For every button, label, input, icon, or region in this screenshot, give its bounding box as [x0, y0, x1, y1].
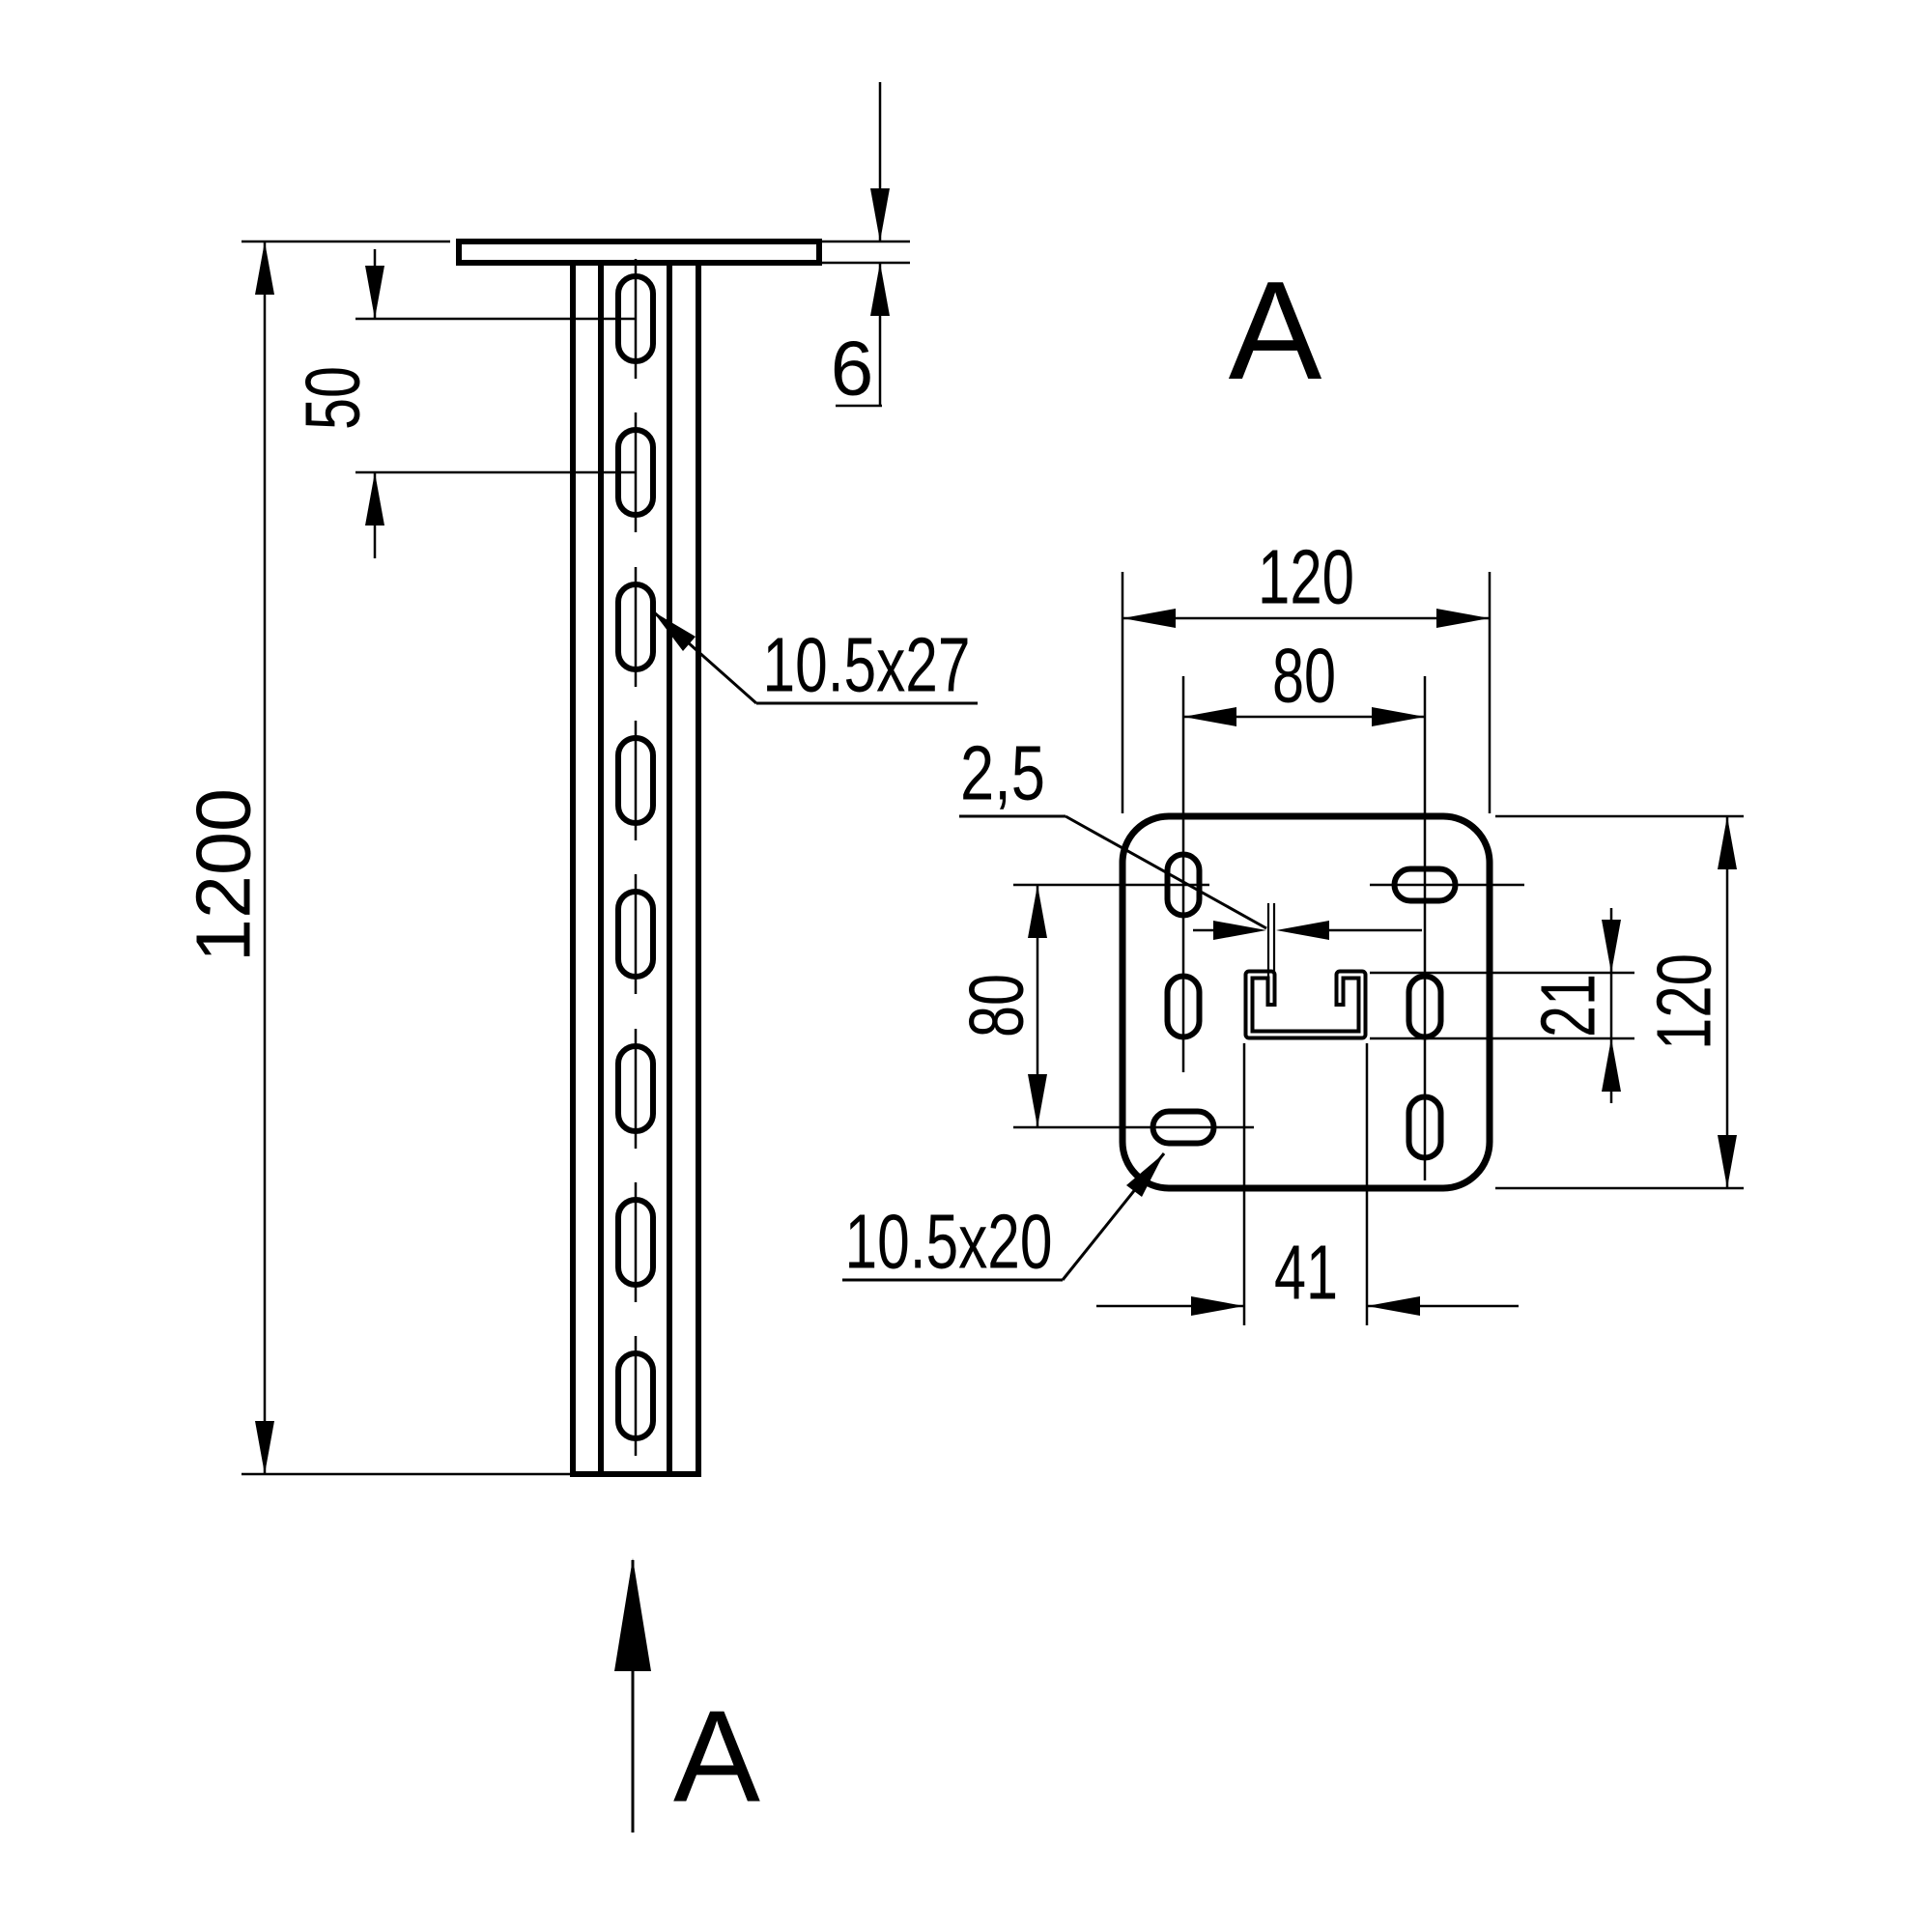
channel-profile: [1243, 903, 1368, 1040]
section-view: A: [842, 252, 1744, 1325]
dim-hole-spacing-vertical: 80: [953, 885, 1047, 1127]
plate-slots: [1150, 851, 1459, 1161]
plate-slot-size-callout: 10.5x20: [842, 1152, 1166, 1285]
side-view: 50 1200 6 10.5x27: [181, 82, 978, 1833]
dim-profile-width-label: 41: [1274, 1230, 1338, 1316]
dim-plate-thickness-label: 6: [831, 326, 874, 412]
dim-length-label: 1200: [181, 788, 267, 962]
dim-hole-spacing-horizontal-label: 80: [1272, 633, 1336, 719]
mounting-plate: [1119, 812, 1493, 1192]
plate-slot-size-label: 10.5x20: [845, 1199, 1053, 1285]
dim-plate-height-label: 120: [1641, 953, 1727, 1050]
dim-slot-spacing: 50: [290, 249, 636, 558]
dim-plate-height: 120: [1495, 814, 1744, 1190]
slot-size-callout: 10.5x27: [652, 610, 978, 708]
dim-profile-width: 41: [1096, 1043, 1519, 1325]
dim-hole-spacing-vertical-label: 80: [953, 974, 1039, 1037]
channel-body: [570, 263, 701, 1477]
dim-plate-width: 120: [1121, 534, 1492, 813]
dim-wall-thickness-label: 2,5: [960, 730, 1045, 816]
dim-length: 1200: [181, 240, 570, 1476]
dim-hole-spacing-horizontal: 80: [1183, 633, 1425, 726]
top-plate: [456, 239, 822, 266]
dim-profile-height: 21: [1370, 908, 1634, 1103]
channel-slots: [615, 259, 656, 1456]
dim-profile-height-label: 21: [1525, 974, 1611, 1037]
section-view-label: A: [1229, 252, 1322, 409]
dim-plate-thickness: 6: [831, 82, 890, 412]
slot-size-label: 10.5x27: [763, 622, 971, 708]
centerlines: [1013, 676, 1524, 1180]
dim-plate-width-label: 120: [1258, 534, 1354, 620]
section-arrow-label: A: [673, 1684, 760, 1830]
section-arrow: A: [614, 1558, 760, 1833]
dim-slot-spacing-label: 50: [290, 366, 376, 430]
dim-wall-thickness: 2,5: [959, 730, 1422, 940]
